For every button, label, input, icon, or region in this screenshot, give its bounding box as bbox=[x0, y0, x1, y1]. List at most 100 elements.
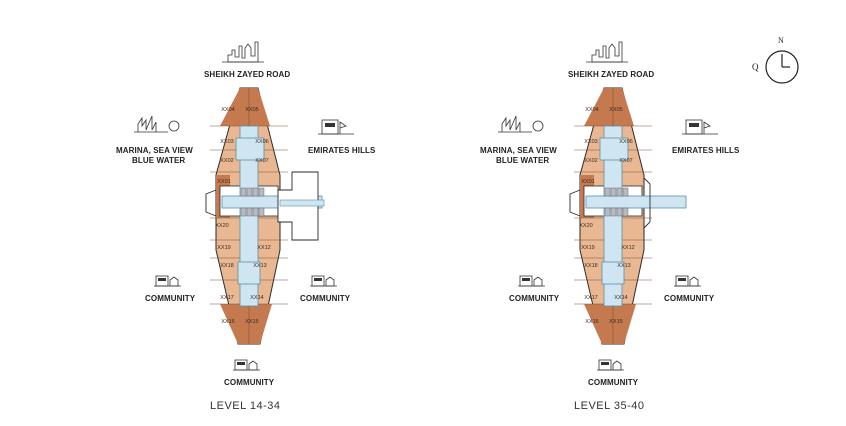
unit-dark-nw bbox=[584, 88, 613, 126]
lift-car bbox=[246, 187, 253, 197]
unit-label: XX01 bbox=[217, 179, 230, 185]
unit-label: XX06 bbox=[619, 139, 632, 145]
community-window-icon bbox=[678, 278, 686, 281]
unit-label: XX18 bbox=[220, 263, 233, 269]
lift-car bbox=[604, 207, 611, 217]
lift-car bbox=[610, 187, 617, 197]
lift-car bbox=[610, 207, 617, 217]
house-window-icon bbox=[689, 123, 699, 127]
lift-car bbox=[616, 187, 623, 197]
unit-dark-sw bbox=[220, 304, 249, 344]
lift-car bbox=[616, 207, 623, 217]
community-house-icon bbox=[612, 360, 622, 371]
house-window-icon bbox=[325, 123, 335, 127]
community-window-icon bbox=[314, 278, 322, 281]
unit-dark-se bbox=[249, 304, 272, 344]
label-south: COMMUNITY bbox=[224, 378, 275, 387]
unit-label: XX19 bbox=[217, 245, 230, 251]
unit-label: XX18 bbox=[584, 263, 597, 269]
lift-car bbox=[240, 187, 247, 197]
level-label: LEVEL 35-40 bbox=[574, 400, 645, 412]
core-corridor-horizontal bbox=[585, 195, 687, 209]
west-bump bbox=[205, 189, 217, 217]
east-edge bbox=[643, 177, 651, 229]
compass-north: N bbox=[778, 36, 784, 45]
unit-label: XX05 bbox=[245, 107, 258, 113]
label-north: SHEIKH ZAYED ROAD bbox=[568, 70, 655, 79]
unit-label: XX13 bbox=[253, 263, 266, 269]
level-label: LEVEL 14-34 bbox=[210, 400, 281, 412]
unit-label: XX07 bbox=[619, 158, 632, 164]
unit-label: XX20 bbox=[579, 223, 592, 229]
unit-dark-ne bbox=[613, 88, 634, 126]
unit-label: XX17 bbox=[584, 295, 597, 301]
compass: N Q bbox=[752, 36, 804, 86]
skyline-icon bbox=[227, 41, 259, 63]
label-southwest: COMMUNITY bbox=[509, 294, 560, 303]
unit-label: XX15 bbox=[245, 319, 258, 325]
lift-car bbox=[622, 187, 629, 197]
community-window-icon bbox=[237, 362, 245, 365]
lift-car bbox=[622, 207, 629, 217]
skyline-icon bbox=[591, 41, 623, 63]
unit-label: XX16 bbox=[221, 319, 234, 325]
unit-label: XX15 bbox=[609, 319, 622, 325]
community-window-icon bbox=[522, 278, 530, 281]
community-house-icon bbox=[325, 276, 335, 287]
label-east: EMIRATES HILLS bbox=[672, 146, 740, 155]
community-window-icon bbox=[158, 278, 166, 281]
unit-label: XX04 bbox=[585, 107, 598, 113]
unit-dark-nw bbox=[220, 88, 249, 126]
community-window-icon bbox=[601, 362, 609, 365]
unit-label: XX16 bbox=[585, 319, 598, 325]
lift-car bbox=[258, 207, 265, 217]
unit-label: XX19 bbox=[581, 245, 594, 251]
flag-icon bbox=[339, 121, 347, 134]
label-southwest: COMMUNITY bbox=[145, 294, 196, 303]
unit-label: XX20 bbox=[215, 223, 228, 229]
marina-icon bbox=[498, 115, 532, 133]
unit-label: XX05 bbox=[609, 107, 622, 113]
east-bridge bbox=[279, 199, 325, 207]
unit-label: XX03 bbox=[220, 139, 233, 145]
label-southeast: COMMUNITY bbox=[300, 294, 351, 303]
label-west-line2: BLUE WATER bbox=[132, 156, 186, 165]
unit-dark-se bbox=[613, 304, 636, 344]
compass-west: Q bbox=[752, 62, 759, 72]
lift-car bbox=[246, 207, 253, 217]
marina-icon bbox=[134, 115, 168, 133]
lift-car bbox=[252, 207, 259, 217]
lift-car bbox=[252, 187, 259, 197]
community-house-icon bbox=[689, 276, 699, 287]
unit-dark-ne bbox=[249, 88, 270, 126]
lift-lobby-north bbox=[599, 137, 629, 161]
compass-icon bbox=[765, 50, 799, 84]
label-west-line1: MARINA, SEA VIEW bbox=[480, 146, 557, 155]
community-house-icon bbox=[248, 360, 258, 371]
lift-car bbox=[240, 207, 247, 217]
lift-lobby-south bbox=[237, 261, 261, 285]
unit-label: XX03 bbox=[584, 139, 597, 145]
unit-label: XX12 bbox=[621, 245, 634, 251]
marina-wheel-icon bbox=[168, 120, 180, 132]
unit-label: XX14 bbox=[614, 295, 627, 301]
unit-label: XX07 bbox=[255, 158, 268, 164]
lift-lobby-south bbox=[601, 261, 625, 285]
unit-label: XX14 bbox=[250, 295, 263, 301]
marina-wheel-icon bbox=[532, 120, 544, 132]
unit-label: XX13 bbox=[617, 263, 630, 269]
unit-label: XX02 bbox=[220, 158, 233, 164]
unit-dark-sw bbox=[584, 304, 613, 344]
unit-label: XX04 bbox=[221, 107, 234, 113]
lift-lobby-north bbox=[235, 137, 265, 161]
label-south: COMMUNITY bbox=[588, 378, 639, 387]
flag-icon bbox=[703, 121, 711, 134]
unit-label: XX02 bbox=[584, 158, 597, 164]
label-north: SHEIKH ZAYED ROAD bbox=[204, 70, 291, 79]
unit-label: XX17 bbox=[220, 295, 233, 301]
unit-label: XX06 bbox=[255, 139, 268, 145]
